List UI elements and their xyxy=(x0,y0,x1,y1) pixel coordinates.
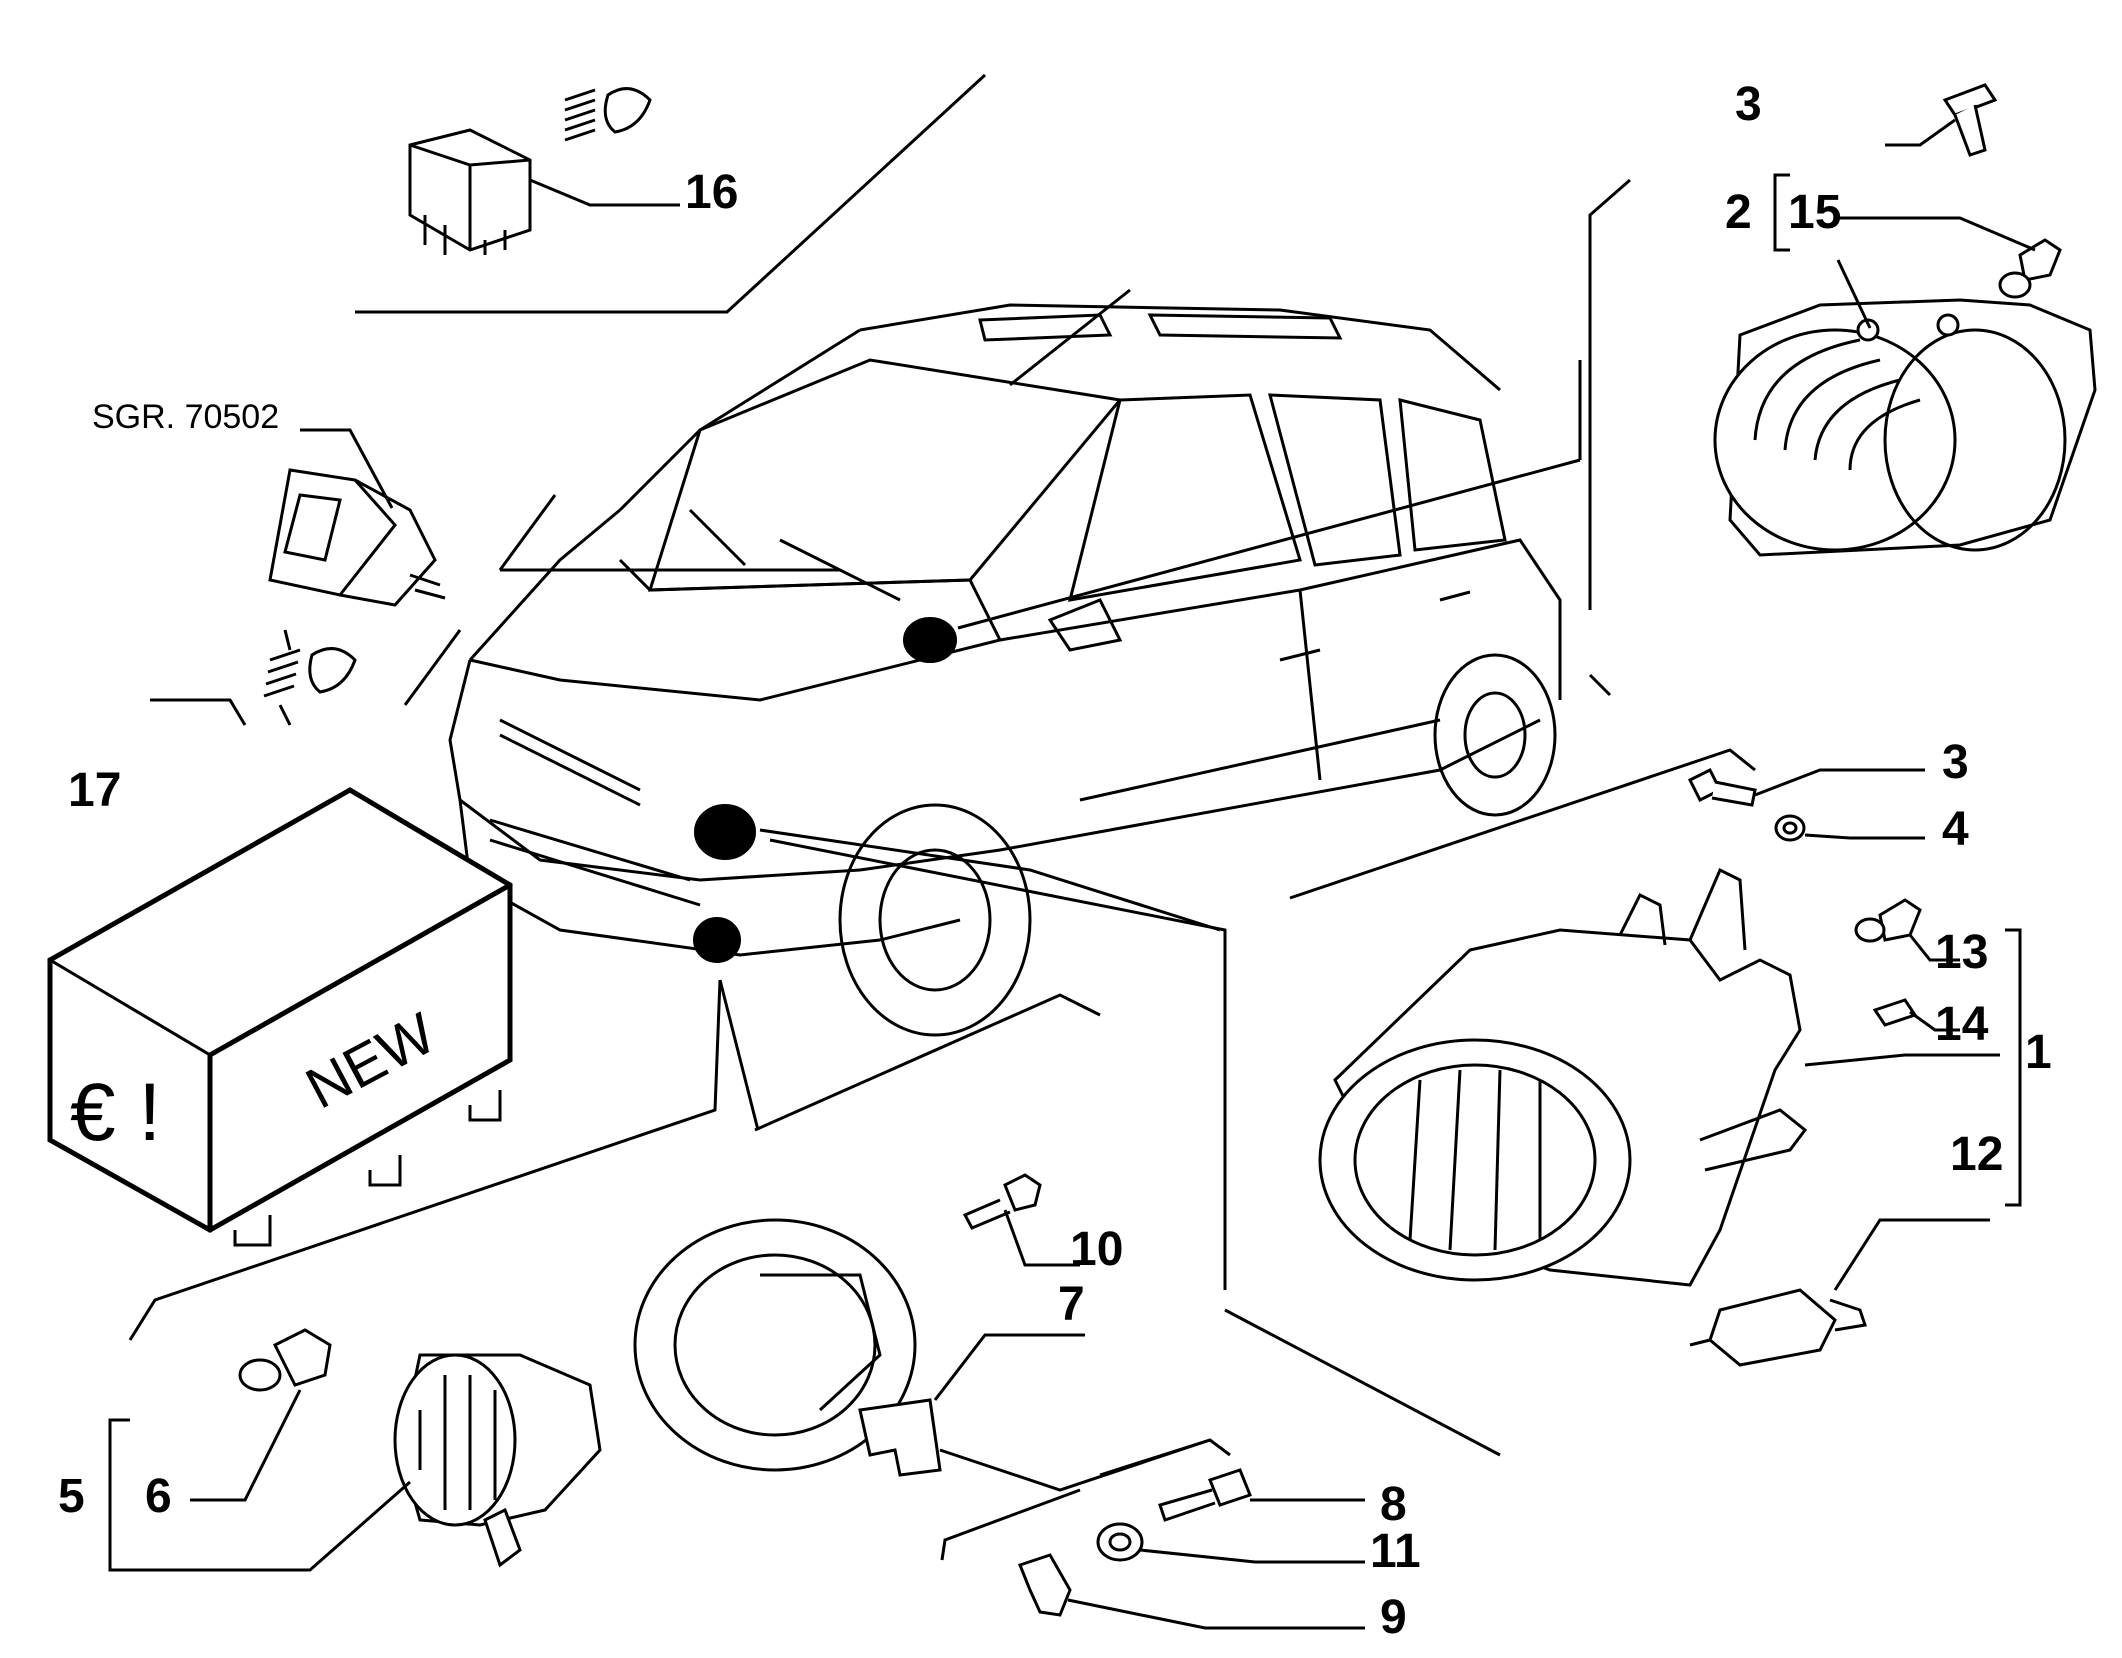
sgr-code-label: SGR. 70502 xyxy=(92,398,279,436)
clip-part-9 xyxy=(1018,1553,1365,1630)
relay-part-16 xyxy=(408,128,680,255)
fog-lamp-part-1 xyxy=(1318,867,1808,1287)
callout-11: 11 xyxy=(1370,1525,1421,1578)
bulb-part-14 xyxy=(1872,998,1960,1032)
headlamp-part-2 xyxy=(1713,259,2097,557)
callout-3-top: 3 xyxy=(1735,78,1762,131)
callout-10: 10 xyxy=(1070,1223,1123,1276)
callout-17: 17 xyxy=(68,764,121,817)
bracket-2 xyxy=(1773,173,1790,252)
switch-part xyxy=(268,428,446,607)
callout-8: 8 xyxy=(1380,1478,1407,1531)
bulb-part-15 xyxy=(1840,216,2062,299)
callout-14: 14 xyxy=(1935,998,1989,1051)
kit-box-part-17 xyxy=(47,698,513,1247)
washer-part-4 xyxy=(1774,814,1925,842)
callout-13: 13 xyxy=(1935,926,1988,979)
kit-symbols: € ! xyxy=(70,1067,161,1158)
callout-3-right: 3 xyxy=(1942,736,1969,789)
callout-4: 4 xyxy=(1942,803,1969,856)
screw-part-3-right xyxy=(1687,767,1925,807)
callout-12: 12 xyxy=(1950,1128,2003,1181)
callout-16: 16 xyxy=(685,166,738,219)
fog-lamp-part-5 xyxy=(108,1353,602,1572)
callout-15: 15 xyxy=(1788,186,1841,239)
washer-part-11 xyxy=(1096,1522,1365,1564)
fog-ring-part-7 xyxy=(633,1218,1211,1492)
bolt-part-3-top xyxy=(1885,83,1998,157)
screw-part-10 xyxy=(962,1173,1080,1267)
screw-part-8 xyxy=(1158,1468,1365,1522)
car-illustration xyxy=(448,288,1562,1037)
bulb-part-13 xyxy=(1854,898,1960,962)
callout-2: 2 xyxy=(1725,186,1752,239)
connector-part-12 xyxy=(1689,1218,1990,1367)
bulb-part-6 xyxy=(190,1328,332,1502)
bracket-1 xyxy=(2005,928,2022,1207)
fog-light-icon xyxy=(564,87,652,142)
callout-1: 1 xyxy=(2025,1026,2052,1079)
callout-6: 6 xyxy=(145,1470,172,1523)
callout-9: 9 xyxy=(1380,1591,1407,1644)
callout-7: 7 xyxy=(1058,1278,1085,1331)
leader-1 xyxy=(1804,1053,2000,1067)
headlight-leveling-icon xyxy=(263,629,357,726)
callout-5: 5 xyxy=(58,1470,85,1523)
